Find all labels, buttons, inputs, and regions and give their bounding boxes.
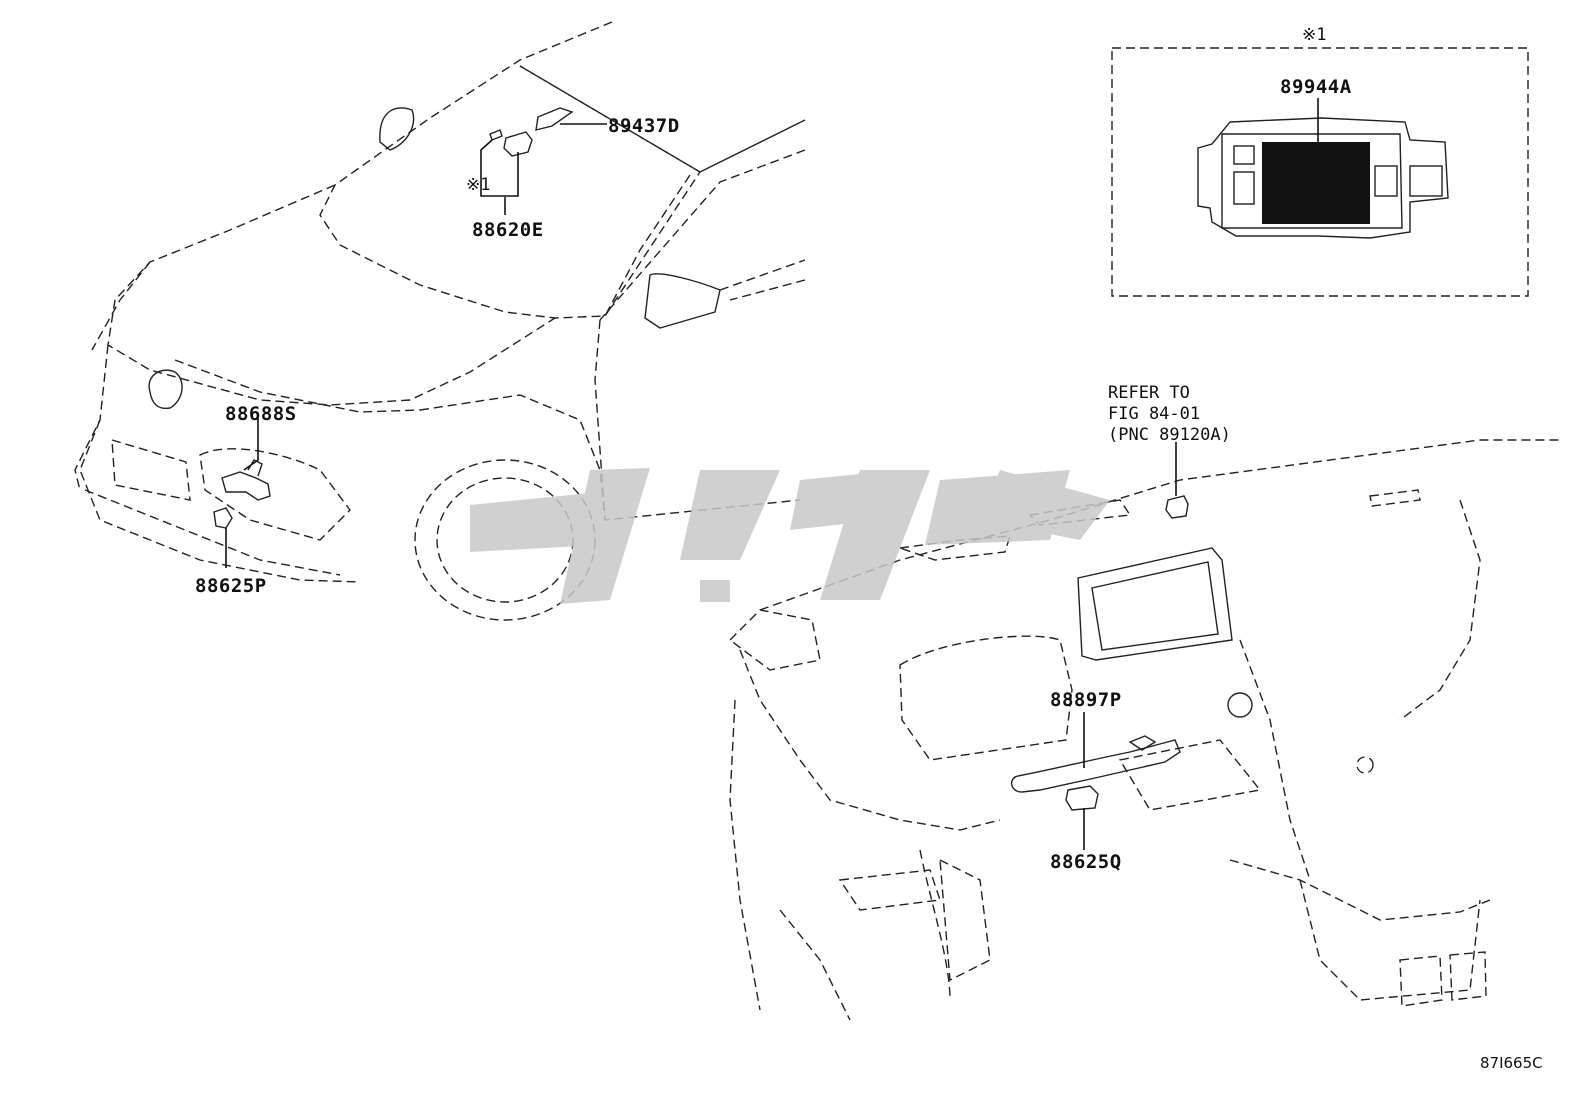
- inset-marker: ※1: [1302, 25, 1326, 45]
- part-89120A-drawing: [1165, 495, 1189, 519]
- reference-note-line-2: FIG 84-01: [1108, 404, 1200, 424]
- callout-marker-88620E: ※1: [466, 175, 490, 195]
- watermark-logo: [470, 468, 1110, 604]
- callout-88620E: 88620E: [472, 219, 544, 241]
- part-88620E-drawing: [489, 129, 533, 157]
- callout-89437D: 89437D: [608, 115, 680, 137]
- reference-note-line-3: (PNC 89120A): [1108, 425, 1231, 445]
- reference-note-line-1: REFER TO: [1108, 383, 1190, 403]
- callout-88688S: 88688S: [225, 403, 297, 425]
- callout-89944A: 89944A: [1280, 76, 1352, 98]
- inset-box: [1111, 47, 1529, 297]
- part-88625P-drawing: [213, 507, 233, 529]
- callout-88625P: 88625P: [195, 575, 267, 597]
- leader-lines-exterior: [225, 123, 607, 568]
- part-89437D-drawing: [535, 107, 574, 131]
- part-88688S-drawing: [221, 459, 271, 501]
- callout-88897P: 88897P: [1050, 689, 1122, 711]
- callout-88625Q: 88625Q: [1050, 851, 1122, 873]
- leader-lines-interior: [1083, 442, 1177, 850]
- part-88897P-drawing: [1011, 735, 1181, 793]
- figure-code: 87I665C: [1480, 1054, 1543, 1072]
- part-88625Q-drawing: [1065, 785, 1099, 811]
